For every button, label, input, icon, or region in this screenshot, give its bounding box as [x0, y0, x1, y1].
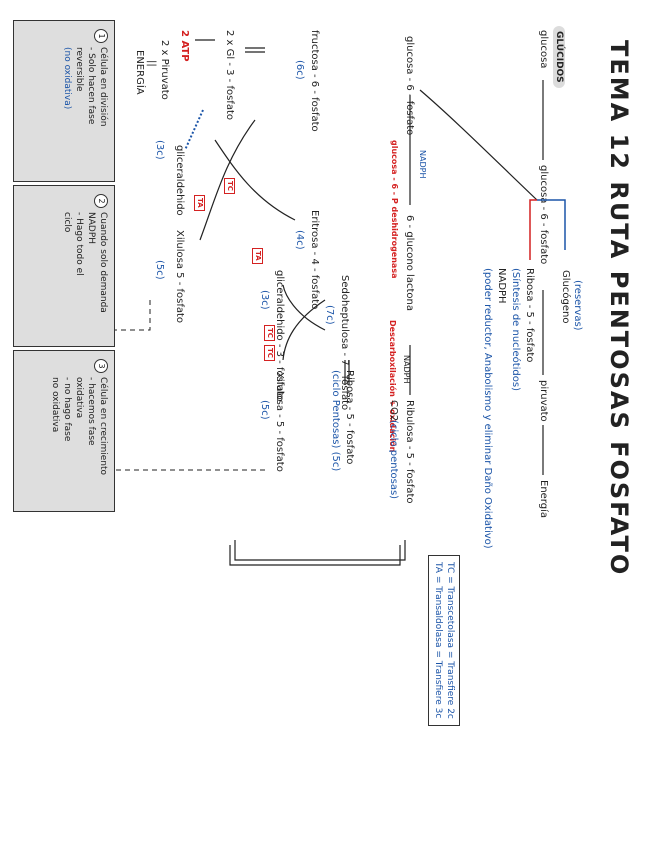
case-card-2: 2 Cuando solo demanda NADPH - Hago todo …: [13, 185, 115, 347]
legend-box: TC = Transcetolasa = Transfiere 2c TA = …: [428, 555, 460, 726]
case-line: (no oxidativa): [62, 47, 72, 110]
case-line: Célula en crecimiento: [98, 377, 108, 475]
case-card-1: 1 Célula en división - Solo hacen fase r…: [13, 20, 115, 182]
case-line: no oxidativa: [50, 377, 60, 433]
case-number: 3: [94, 359, 108, 373]
case-number: 1: [94, 29, 108, 43]
legend-ta: TA = Transaldolasa = Transfiere 3c: [433, 562, 443, 719]
case-line: Cuando solo demanda: [98, 212, 108, 313]
case-line: Célula en división: [98, 47, 108, 127]
case-number: 2: [94, 194, 108, 208]
case-line: ciclo: [62, 212, 72, 233]
case-line: - hacemos fase: [86, 377, 96, 446]
legend-tc: TC = Transcetolasa = Transfiere 2c: [445, 562, 455, 719]
case-line: - no hago fase: [62, 377, 72, 442]
case-card-3: 3 Célula en crecimiento - hacemos fase o…: [13, 350, 115, 512]
case-line: NADPH: [86, 212, 96, 245]
case-line: - Solo hacen fase: [86, 47, 96, 125]
case-line: - Hago todo el: [74, 212, 84, 276]
case-line: reversible: [74, 47, 84, 92]
case-line: oxidativa: [74, 377, 84, 419]
